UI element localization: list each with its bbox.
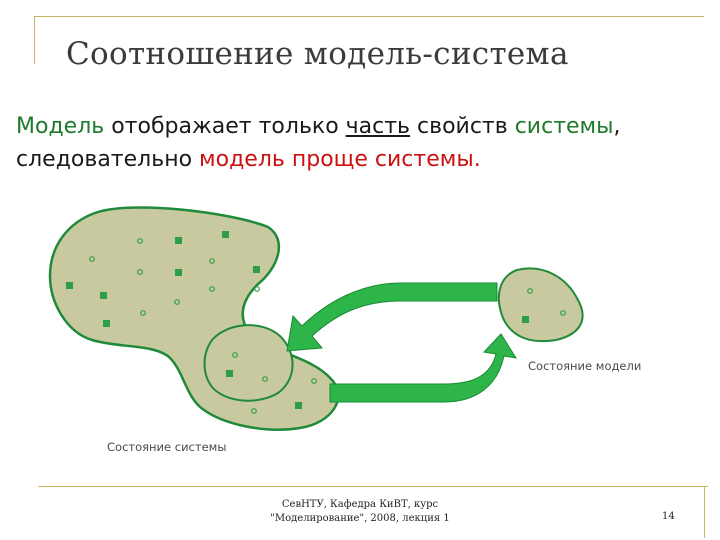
footer-line-2: "Моделирование", 2008, лекция 1	[250, 512, 470, 526]
square-dot-icon	[226, 370, 233, 377]
model-state-label: Состояние модели	[528, 359, 641, 373]
model-subset-blob	[205, 325, 293, 401]
square-dot-icon	[103, 320, 110, 327]
system-state-label: Состояние системы	[107, 440, 226, 454]
square-dot-icon	[175, 237, 182, 244]
curved-arrow-icon	[287, 283, 497, 351]
footer: СевНТУ, Кафедра КиВТ, курс "Моделировани…	[250, 498, 470, 526]
square-dot-icon	[295, 402, 302, 409]
model-state-blob	[499, 268, 583, 341]
square-dot-icon	[222, 231, 229, 238]
square-dot-icon	[253, 266, 260, 273]
square-dot-icon	[66, 282, 73, 289]
square-dot-icon	[100, 292, 107, 299]
square-dot-icon	[522, 316, 529, 323]
page-number: 14	[662, 511, 675, 522]
curved-arrow-icon	[330, 334, 516, 402]
square-dot-icon	[175, 269, 182, 276]
circle-dot-icon	[255, 287, 260, 292]
footer-line-1: СевНТУ, Кафедра КиВТ, курс	[250, 498, 470, 512]
